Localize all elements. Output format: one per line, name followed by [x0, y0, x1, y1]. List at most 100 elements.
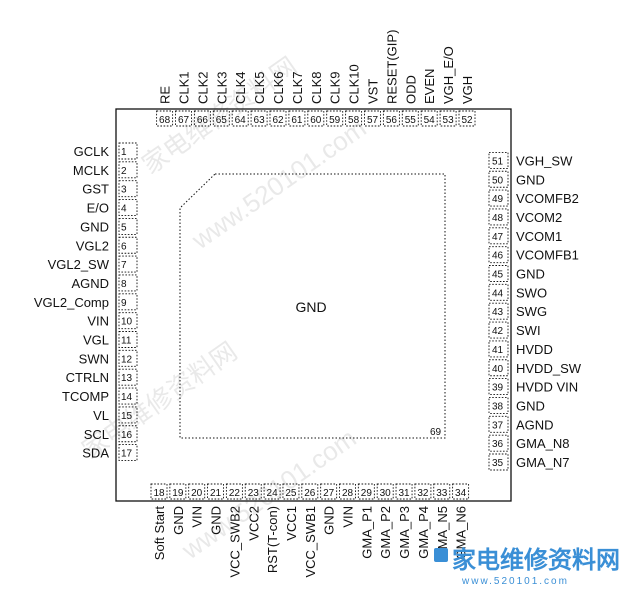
pin-pad	[488, 227, 509, 245]
pin-label: GMA_P2	[378, 506, 393, 559]
pin-number: 26	[304, 488, 316, 499]
pin-label: GMA_P4	[416, 506, 431, 559]
pin-number: 22	[229, 488, 241, 499]
pin-label: CLK3	[214, 71, 229, 104]
pin-pad	[488, 453, 509, 471]
pin-pad	[118, 274, 138, 292]
pin-number: 38	[492, 401, 504, 412]
pin-label: GMA_P3	[397, 506, 412, 559]
pin-number: 12	[121, 354, 133, 365]
pin-label: CLK9	[328, 71, 343, 104]
pin-pad	[118, 142, 138, 160]
pin-pad	[118, 368, 138, 386]
pin-pad	[263, 483, 281, 500]
pin-number: 21	[210, 488, 222, 499]
exposed-ground-pad	[179, 173, 446, 439]
pin-label: HVDD	[516, 342, 553, 357]
pin-number: 2	[121, 166, 127, 177]
pin-label: VGH	[460, 76, 475, 104]
pin-pad	[488, 246, 509, 264]
pin-number: 33	[436, 488, 448, 499]
pin-pad	[288, 110, 306, 127]
pin-number: 8	[121, 279, 127, 290]
pin-number: 10	[121, 317, 133, 328]
exposed-pad-number: 69	[430, 427, 442, 438]
pin-pad	[488, 151, 509, 169]
pin-number: 18	[153, 488, 165, 499]
pin-label: CLK2	[195, 71, 210, 104]
pin-pad	[118, 161, 138, 179]
pin-label: E/O	[87, 201, 109, 216]
pin-label: VCC_SWB1	[303, 506, 318, 578]
pin-number: 58	[348, 115, 360, 126]
pin-pad	[488, 265, 509, 282]
pin-number: 29	[361, 488, 373, 499]
pin-label: VST	[366, 79, 381, 104]
pin-pad	[488, 359, 509, 377]
pin-label: GMA_N7	[516, 455, 569, 470]
pin-pad	[150, 483, 168, 500]
pin-label: VCC2	[246, 506, 261, 541]
pin-number: 42	[492, 326, 504, 337]
pin-pad	[320, 483, 338, 500]
pin-label: SWN	[79, 351, 109, 366]
pin-pad	[301, 483, 319, 500]
pin-number: 7	[121, 260, 127, 271]
pin-pad	[414, 483, 432, 500]
pin-pad	[282, 483, 300, 500]
pin-label: VCC1	[284, 506, 299, 541]
pin-number: 54	[424, 115, 436, 126]
pin-pad	[488, 340, 509, 358]
pin-label: CTRLN	[66, 370, 109, 385]
pin-label: RST(T-con)	[265, 506, 280, 573]
pin-number: 60	[310, 115, 322, 126]
pin-4: 4E/O	[87, 199, 138, 217]
pin-number: 67	[178, 115, 190, 126]
pin-number: 9	[121, 298, 127, 309]
pin-pad	[169, 483, 187, 500]
pin-number: 37	[492, 420, 504, 431]
pin-number: 40	[492, 364, 504, 375]
pin-number: 27	[323, 488, 335, 499]
pin-number: 47	[492, 232, 504, 243]
pin-pad	[488, 415, 509, 433]
pin-pad	[118, 331, 138, 348]
pin-39: 39 HVDD VIN	[488, 378, 578, 396]
pin-label: GMA_N6	[454, 506, 469, 559]
pin-label: HVDD VIN	[516, 380, 578, 395]
pin-number: 57	[367, 115, 379, 126]
pin-number: 39	[492, 383, 504, 394]
pin-pad	[488, 378, 509, 396]
pin-number: 3	[121, 185, 127, 196]
pin-number: 20	[191, 488, 203, 499]
pin-number: 32	[417, 488, 429, 499]
pin-pad	[364, 110, 381, 127]
pin-pad	[326, 110, 344, 127]
pin-number: 64	[235, 115, 247, 126]
pin-12: 12 SWN	[79, 349, 138, 367]
pin-label: VCOM1	[516, 229, 562, 244]
pin-label: VGL	[83, 333, 109, 348]
pin-number: 50	[492, 175, 504, 186]
pin-number: 28	[342, 488, 354, 499]
